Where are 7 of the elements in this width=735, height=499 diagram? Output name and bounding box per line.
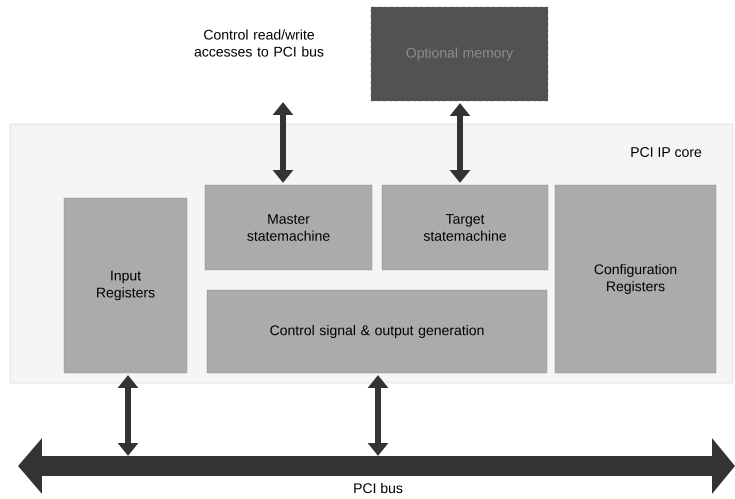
block-box: Master statemachine — [204, 184, 372, 270]
block-box: Target statemachine — [382, 184, 548, 270]
annotation-text: Control read/write accesses to PCI bus — [194, 29, 324, 57]
block-box: Input Registers — [64, 198, 188, 374]
block-box: Control signal & output generation — [206, 290, 548, 374]
memory-box: Optional memory — [370, 6, 548, 102]
block-box: Configuration Registers — [554, 184, 716, 374]
